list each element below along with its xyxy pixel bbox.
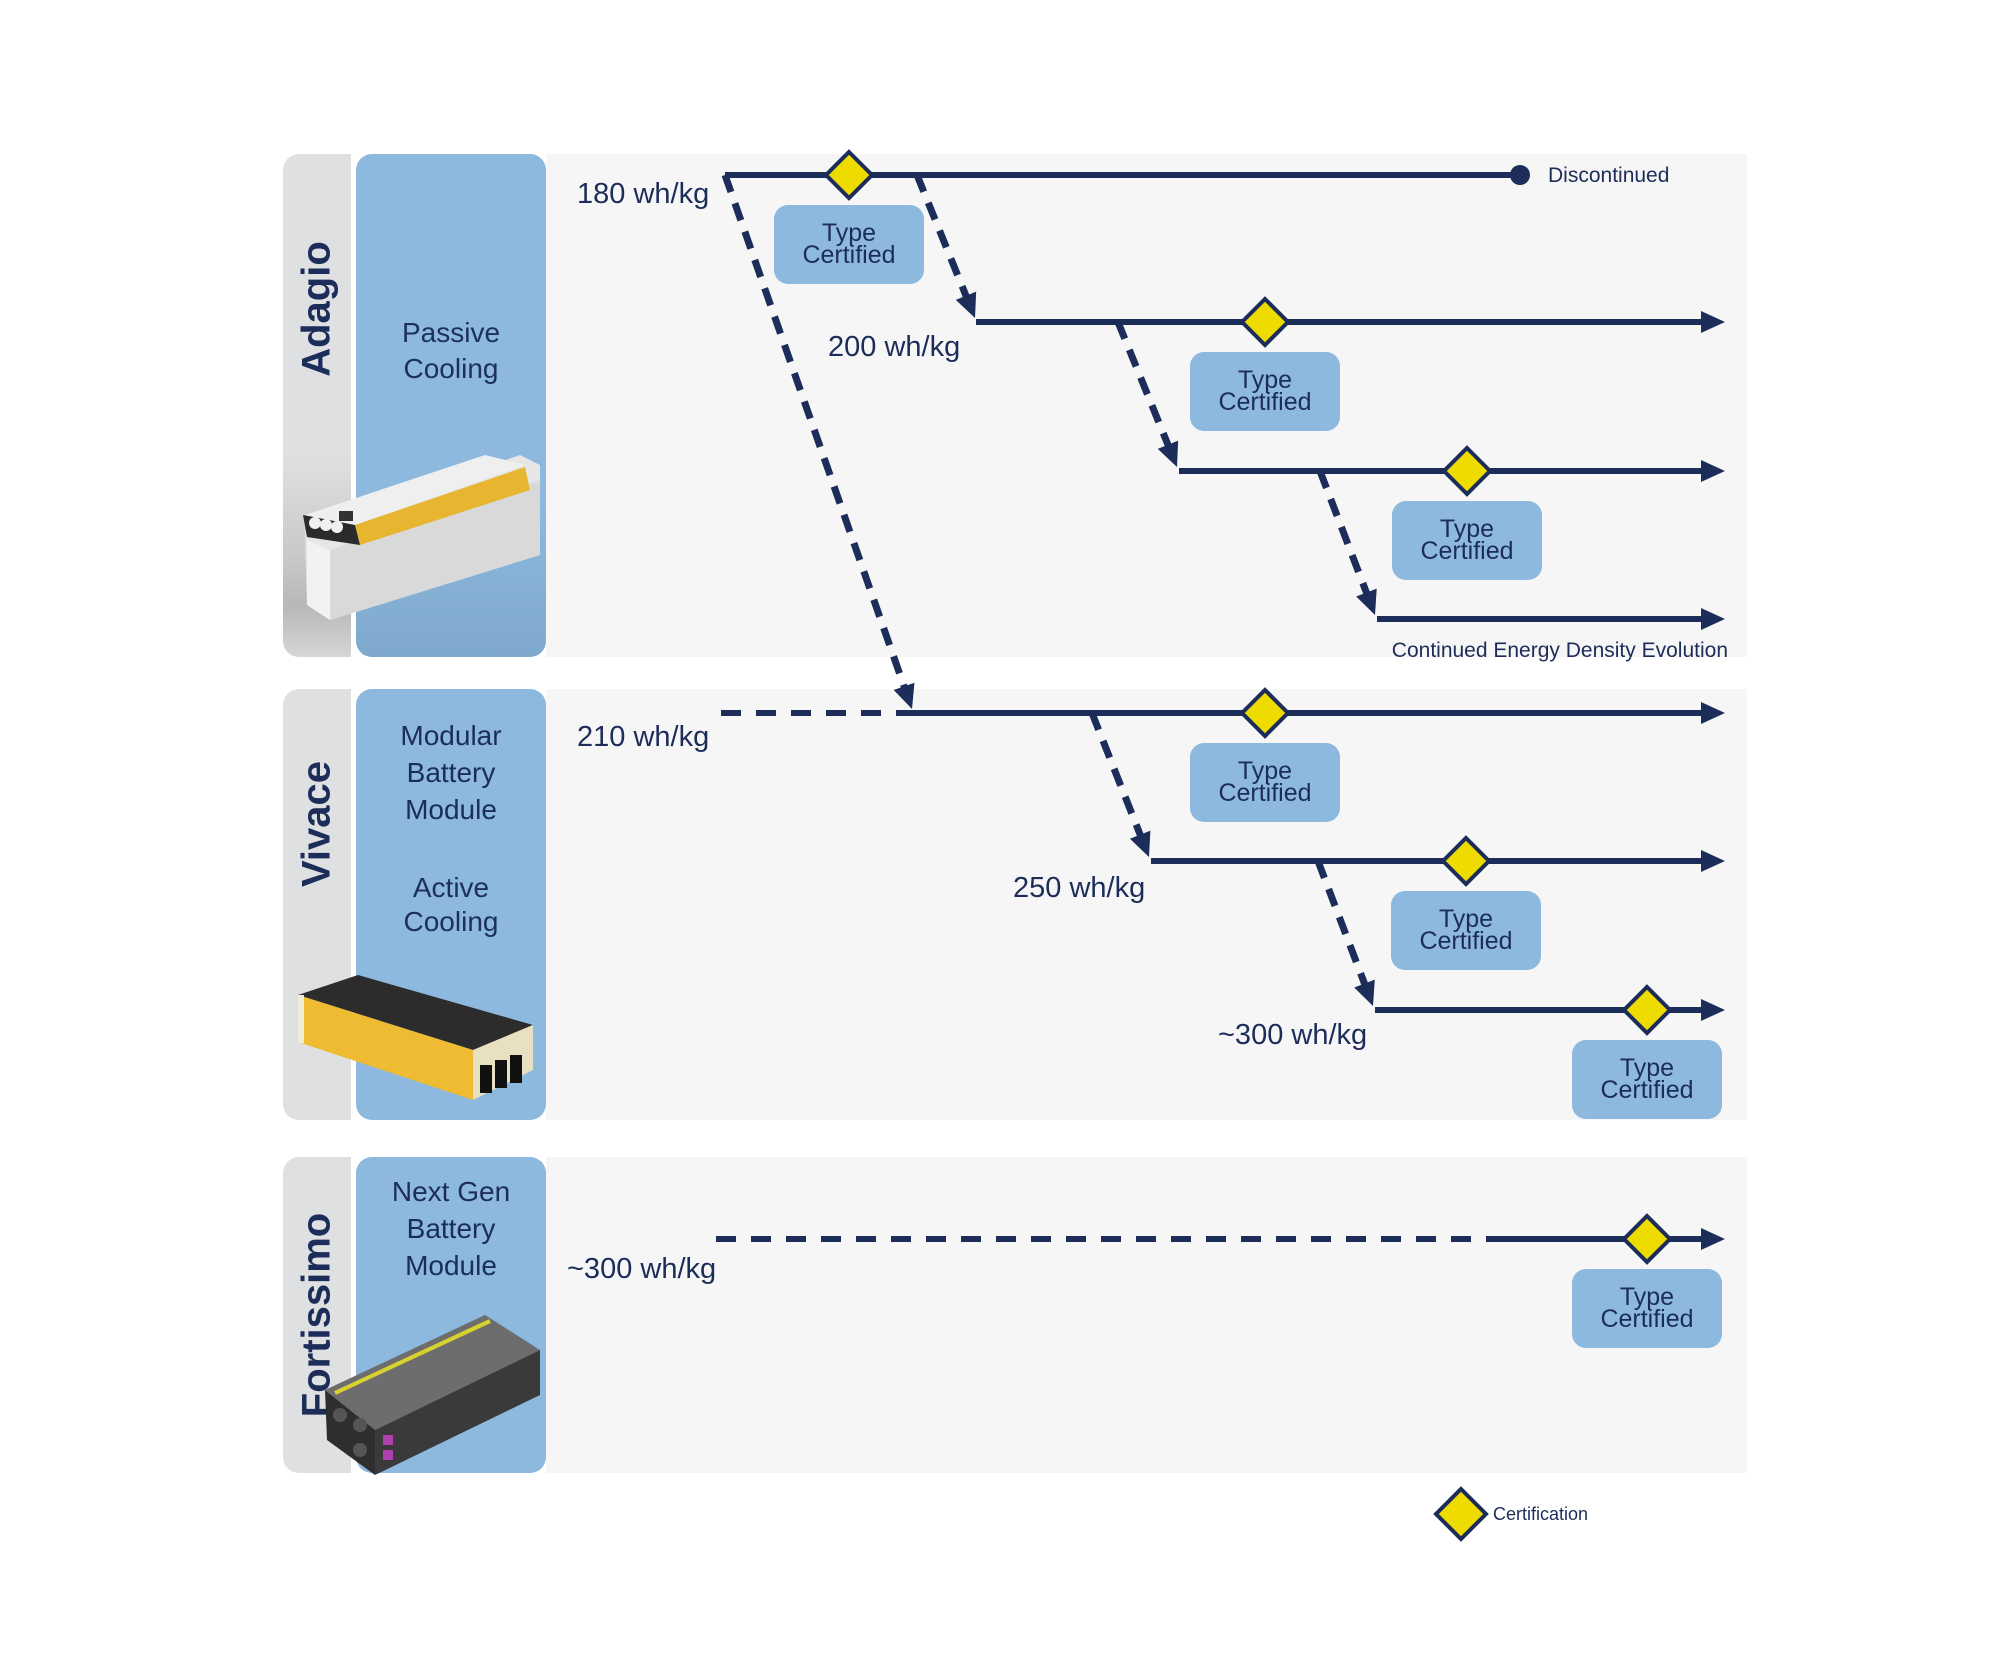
type-certified-line1: Type <box>1238 366 1292 394</box>
arrowhead-icon <box>1701 850 1725 872</box>
discontinued-end-dot-icon <box>1510 165 1530 185</box>
drop-180-to-200-arrowhead-icon <box>955 291 977 318</box>
continued-evolution-label: Continued Energy Density Evolution <box>1392 639 1728 662</box>
type-certified-line1: Type <box>1620 1054 1674 1082</box>
type-certified-line2: Certified <box>802 241 895 269</box>
discontinued-label: Discontinued <box>1548 164 1669 187</box>
energy-density-label: 200 wh/kg <box>828 331 960 363</box>
energy-density-label: ~300 wh/kg <box>567 1253 716 1285</box>
certification-diamond-icon <box>1239 687 1291 739</box>
arrowhead-icon <box>1701 608 1725 630</box>
fortissimo-battery-image <box>325 1315 540 1475</box>
drop-180-to-200-dashed-line <box>913 173 971 301</box>
drop-next-to-continued-arrowhead-icon <box>1356 588 1377 615</box>
fortissimo-module-description: Next Gen Battery Module <box>391 1176 511 1281</box>
type-certified-box <box>1572 1040 1722 1119</box>
certification-diamond-icon <box>1441 445 1493 497</box>
adagio-battery-image <box>303 455 540 620</box>
drop-next-to-continued-dashed-line <box>1316 469 1372 598</box>
legend: Certification <box>1433 1486 1588 1542</box>
energy-density-label: ~300 wh/kg <box>1218 1019 1367 1051</box>
type-certified-box <box>1190 352 1340 431</box>
drop-200-to-next-arrowhead-icon <box>1157 440 1179 467</box>
drop-210-to-250-arrowhead-icon <box>1129 830 1151 857</box>
legend-certification-diamond-icon <box>1433 1486 1489 1542</box>
type-certified-line1: Type <box>1440 515 1494 543</box>
drop-200-to-next-dashed-line <box>1114 320 1173 450</box>
vivace-cooling-description: Active Cooling <box>403 872 499 937</box>
arrowhead-icon <box>1701 999 1725 1021</box>
energy-density-label: 250 wh/kg <box>1013 872 1145 904</box>
drop-180-to-210-dashed-line <box>721 173 909 692</box>
type-certified-line2: Certified <box>1218 779 1311 807</box>
type-certified-box <box>1392 501 1542 580</box>
legend-label: Certification <box>1493 1504 1588 1524</box>
drop-250-to-300-arrowhead-icon <box>1354 979 1375 1006</box>
type-certified-line2: Certified <box>1218 388 1311 416</box>
type-certified-line1: Type <box>1238 757 1292 785</box>
drop-210-to-250-dashed-line <box>1088 711 1145 840</box>
vivace-module-description: Modular Battery Module <box>400 720 502 825</box>
vivace-panel-bg <box>546 689 1747 1120</box>
certification-diamond-icon <box>1440 835 1492 887</box>
type-certified-line2: Certified <box>1600 1305 1693 1333</box>
certification-diamond-icon <box>1621 984 1673 1036</box>
type-certified-box <box>1190 743 1340 822</box>
arrowhead-icon <box>1701 1228 1725 1250</box>
certification-diamond-icon <box>1239 296 1291 348</box>
arrowhead-icon <box>1701 460 1725 482</box>
certification-diamond-icon <box>1621 1213 1673 1265</box>
energy-density-label: 180 wh/kg <box>577 178 709 210</box>
energy-density-label: 210 wh/kg <box>577 721 709 753</box>
type-certified-box <box>1572 1269 1722 1348</box>
type-certified-line2: Certified <box>1420 537 1513 565</box>
type-certified-box <box>1391 891 1541 970</box>
type-certified-line1: Type <box>1620 1283 1674 1311</box>
type-certified-line1: Type <box>822 219 876 247</box>
type-certified-line2: Certified <box>1419 927 1512 955</box>
type-certified-line1: Type <box>1439 905 1493 933</box>
arrowhead-icon <box>1701 311 1725 333</box>
type-certified-box <box>774 205 924 284</box>
drop-180-to-210-arrowhead-icon <box>893 682 915 709</box>
arrowhead-icon <box>1701 702 1725 724</box>
adagio-description: Passive Cooling <box>401 317 501 384</box>
type-certified-line2: Certified <box>1600 1076 1693 1104</box>
vivace-battery-image <box>298 975 533 1100</box>
certification-diamond-icon <box>823 149 875 201</box>
fortissimo-panel-bg <box>546 1157 1747 1473</box>
drop-250-to-300-dashed-line <box>1314 859 1370 989</box>
